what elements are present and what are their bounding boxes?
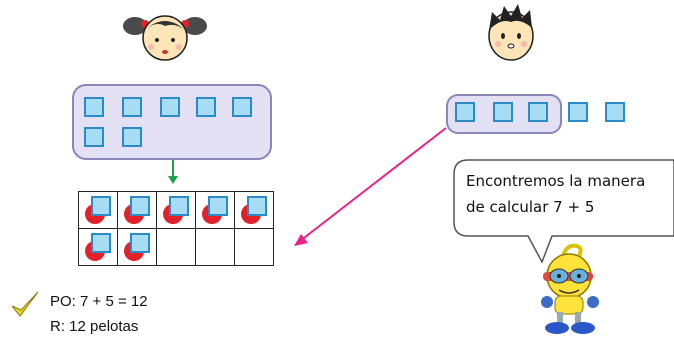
square: [455, 102, 475, 122]
grid-cell: [234, 191, 274, 229]
square: [130, 233, 150, 253]
grid-cell: [117, 191, 157, 229]
square: [84, 97, 104, 117]
square: [493, 102, 513, 122]
grid-cell: [78, 228, 118, 266]
speech-line-2: de calcular 7 + 5: [466, 198, 595, 216]
grid-cell: [234, 228, 274, 266]
speech-bubble-text: Encontremos la manera de calcular 7 + 5: [466, 168, 674, 220]
grid-cell: [78, 191, 118, 229]
square: [84, 127, 104, 147]
square: [122, 97, 142, 117]
grid-cell: [117, 228, 157, 266]
square: [169, 196, 189, 216]
square: [160, 97, 180, 117]
square: [122, 127, 142, 147]
square: [232, 97, 252, 117]
speech-bubble: [453, 159, 674, 264]
square: [568, 102, 588, 122]
square: [91, 196, 111, 216]
response-text: R: 12 pelotas: [50, 318, 139, 335]
grid-row: [78, 228, 274, 266]
square: [528, 102, 548, 122]
grid-cell: [195, 228, 235, 266]
operation-text: PO: 7 + 5 = 12: [50, 293, 148, 310]
square: [605, 102, 625, 122]
speech-line-1: Encontremos la manera: [466, 172, 646, 190]
mascot-character-icon: [541, 243, 599, 334]
girl-squares-panel: [72, 84, 272, 160]
square: [196, 97, 216, 117]
square: [130, 196, 150, 216]
down-arrow-icon: [168, 160, 178, 184]
square: [247, 196, 267, 216]
girl-face-icon: [123, 15, 207, 61]
square: [91, 233, 111, 253]
square: [208, 196, 228, 216]
checkmark-icon: [11, 291, 39, 317]
grid-cell: [156, 191, 196, 229]
grid-row: [78, 191, 274, 229]
diagonal-arrow-icon: [294, 127, 447, 246]
grid-cell: [195, 191, 235, 229]
grid-cell: [156, 228, 196, 266]
ten-frame-grid: [78, 191, 274, 266]
boy-face-icon: [488, 4, 534, 61]
